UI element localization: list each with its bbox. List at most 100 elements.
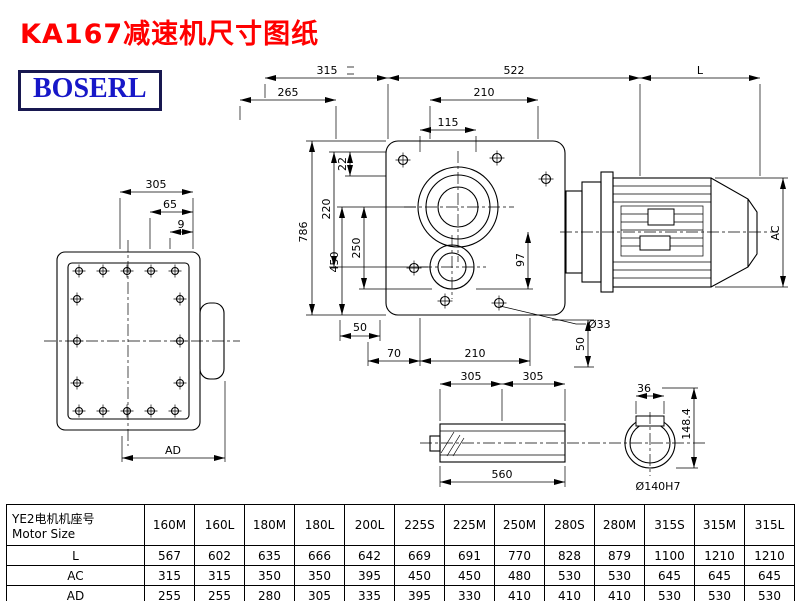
left-view-dims: 305 65 9 AD	[119, 178, 226, 462]
row-label: AD	[6, 585, 145, 601]
dim-305-shaft-b: 305	[523, 370, 544, 383]
dim-305-shaft-a: 305	[461, 370, 482, 383]
table-cell: 635	[244, 545, 295, 566]
table-cell: 645	[644, 565, 695, 586]
hole-centerline	[120, 264, 134, 278]
hole-centerline	[173, 292, 187, 306]
hole-centerline	[72, 404, 86, 418]
column-header: 280S	[544, 504, 595, 546]
table-cell: 480	[494, 565, 545, 586]
table-cell: 350	[244, 565, 295, 586]
table-cell: 1210	[744, 545, 795, 566]
table-cell: 395	[394, 585, 445, 601]
motor-size-header-en: Motor Size	[12, 526, 76, 541]
table-cell: 280	[244, 585, 295, 601]
table-cell: 666	[294, 545, 345, 566]
motor-size-header: YE2电机机座号 Motor Size	[6, 504, 145, 546]
column-header: 180L	[294, 504, 345, 546]
bottom-dims: 50 70 210 Ø33 50	[339, 305, 611, 368]
table-cell: 305	[294, 585, 345, 601]
left-vertical-dims: 786 220 22 450 250	[297, 140, 432, 316]
dim-50-bottom: 50	[353, 321, 367, 334]
column-header: 160M	[144, 504, 195, 546]
column-header: 225M	[444, 504, 495, 546]
table-cell: 645	[694, 565, 745, 586]
hole-centerline	[96, 264, 110, 278]
dim-L: L	[697, 64, 704, 77]
hole-centerline	[173, 334, 187, 348]
table-cell: 530	[694, 585, 745, 601]
dim-220: 220	[320, 199, 333, 220]
motor-size-header-cn: YE2电机机座号	[12, 511, 95, 526]
dim-97: 97	[514, 253, 527, 267]
table-cell: 530	[594, 565, 645, 586]
hole-centerline	[173, 376, 187, 390]
dim-50-right: 50	[574, 337, 587, 351]
mounting-holes	[395, 150, 554, 311]
hole-centerline	[395, 152, 411, 168]
dim-315-top: 315	[317, 64, 338, 77]
dim-522: 522	[504, 64, 525, 77]
table-cell: 350	[294, 565, 345, 586]
hole-centerline	[168, 264, 182, 278]
table-cell: 645	[744, 565, 795, 586]
table-cell: 828	[544, 545, 595, 566]
shaft-view: 305 305 560	[420, 370, 706, 487]
table-cell: 530	[644, 585, 695, 601]
hole-centerline	[144, 404, 158, 418]
column-header: 315L	[744, 504, 795, 546]
column-header: 200L	[344, 504, 395, 546]
table-cell: 315	[194, 565, 245, 586]
row-label: L	[6, 545, 145, 566]
dim-AD: AD	[165, 444, 181, 457]
hole-centerline	[144, 264, 158, 278]
table-cell: 691	[444, 545, 495, 566]
table-cell: 770	[494, 545, 545, 566]
row-label: AC	[6, 565, 145, 586]
table-cell: 530	[544, 565, 595, 586]
dimension-drawing: 305 65 9 AD	[44, 64, 788, 493]
table-cell: 255	[144, 585, 195, 601]
hole-centerline	[406, 260, 422, 276]
table-cell: 395	[344, 565, 395, 586]
table-cell: 450	[444, 565, 495, 586]
dim-22: 22	[336, 157, 349, 171]
dim-hole-diameter-33: Ø33	[588, 318, 611, 331]
hole-centerline	[491, 295, 507, 311]
dim-250: 250	[350, 238, 363, 259]
shaft-end-view: 36 148.4 Ø140H7	[624, 382, 698, 493]
dim-560: 560	[492, 468, 513, 481]
dim-265: 265	[278, 86, 299, 99]
table-cell: 1100	[644, 545, 695, 566]
dim-65: 65	[163, 198, 177, 211]
dim-AC: AC	[769, 225, 782, 240]
column-header: 315S	[644, 504, 695, 546]
bolt-holes	[70, 264, 187, 418]
right-dims: 97 AC	[476, 177, 788, 290]
hole-centerline	[70, 376, 84, 390]
column-header: 160L	[194, 504, 245, 546]
column-header: 315M	[694, 504, 745, 546]
dim-786: 786	[297, 222, 310, 243]
table-cell: 315	[144, 565, 195, 586]
table-cell: 567	[144, 545, 195, 566]
dim-115: 115	[438, 116, 459, 129]
dim-210-bottom: 210	[465, 347, 486, 360]
hole-centerline	[489, 150, 505, 166]
table-cell: 410	[544, 585, 595, 601]
dim-bore-140H7: Ø140H7	[636, 480, 681, 493]
dim-148-4: 148.4	[680, 408, 693, 440]
table-cell: 642	[344, 545, 395, 566]
column-header: 280M	[594, 504, 645, 546]
hole-centerline	[538, 171, 554, 187]
hole-centerline	[96, 404, 110, 418]
left-view	[44, 240, 240, 446]
dim-70: 70	[387, 347, 401, 360]
dim-450: 450	[328, 252, 341, 273]
table-cell: 879	[594, 545, 645, 566]
